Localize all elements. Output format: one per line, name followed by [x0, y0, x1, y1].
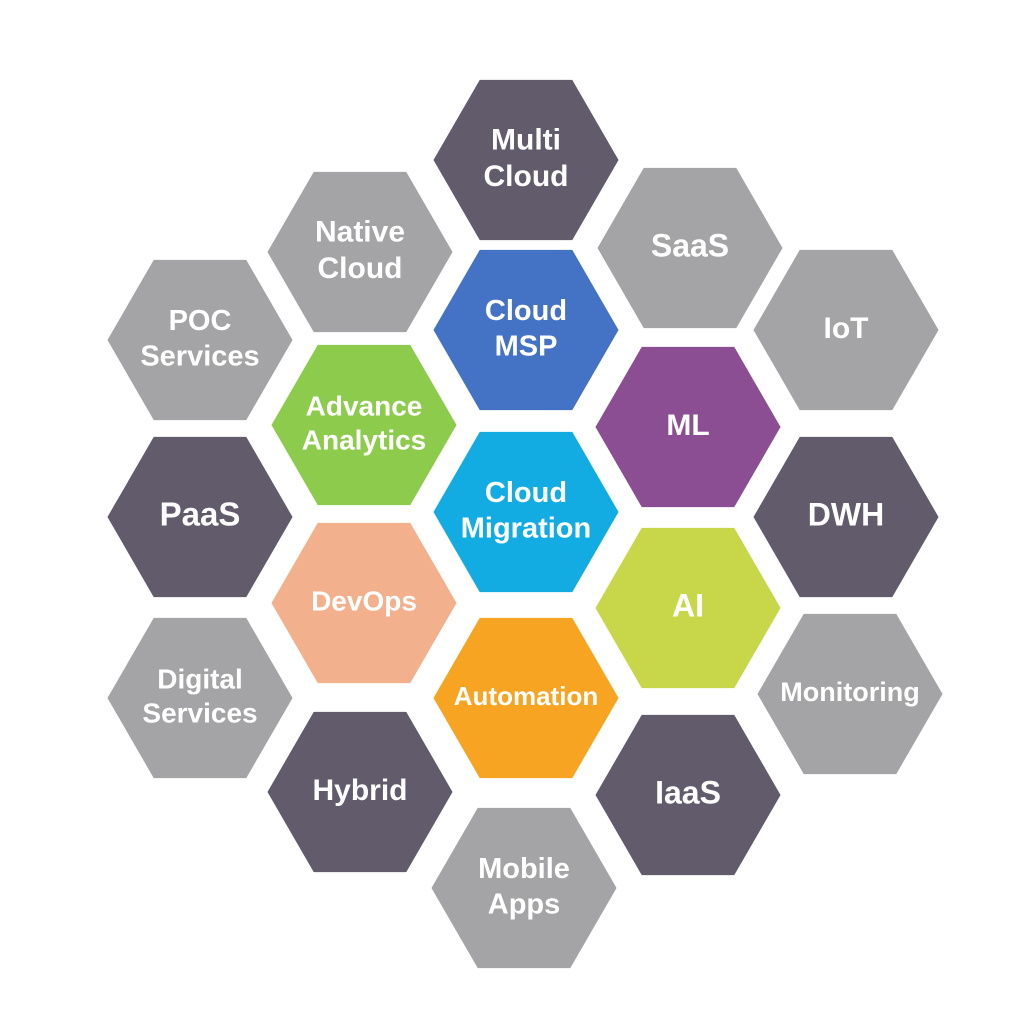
hexagon-label: Services [142, 697, 257, 728]
hexagon-label: Analytics [302, 424, 427, 455]
hexagon-shape [427, 425, 625, 599]
hexagon-ai: AI [589, 521, 787, 695]
hexagon-shape [265, 338, 463, 512]
hexagon-label: Monitoring [780, 677, 919, 707]
hexagon-label: Migration [461, 512, 592, 544]
hexagon-shape [425, 801, 623, 975]
hexagon-shape [427, 243, 625, 417]
hexagon-shape [101, 611, 299, 785]
hexagon-label: Digital [157, 663, 243, 694]
hexagon-label: Hybrid [312, 774, 407, 807]
hexagon-shape [747, 430, 945, 604]
hexagon-devops: DevOps [265, 516, 463, 690]
hexagon-label: Cloud [485, 295, 567, 327]
hexagon-label: IaaS [655, 774, 721, 810]
hexagon-iot: IoT [747, 243, 945, 417]
hexagon-shape [589, 340, 787, 514]
hexagon-label: IoT [824, 312, 869, 345]
hexagon-label: AI [672, 587, 704, 623]
hexagon-label: DevOps [311, 585, 417, 616]
hexagon-shape [101, 253, 299, 427]
hexagon-label: Cloud [318, 252, 403, 285]
hexagon-label: Automation [454, 681, 598, 711]
hexagon-shape [265, 516, 463, 690]
hexagon-saas: SaaS [591, 161, 789, 335]
hexagon-dwh: DWH [747, 430, 945, 604]
hexagon-shape [101, 430, 299, 604]
hexagon-hybrid: Hybrid [261, 705, 459, 879]
hexagon-label: Mobile [478, 853, 570, 885]
hexagon-shape [427, 73, 625, 247]
hexagon-label: Cloud [485, 477, 567, 509]
hexagon-label: ML [666, 409, 709, 442]
hexagon-label: Advance [306, 390, 423, 421]
hexagon-shape [591, 161, 789, 335]
hexagon-shape [261, 165, 459, 339]
hexagon-label: SaaS [651, 227, 729, 263]
hexagon-shape [589, 708, 787, 882]
hexagon-shape [589, 521, 787, 695]
hexagon-shape [751, 607, 949, 781]
hexagon-label: POC [169, 305, 232, 337]
hexagon-label: MSP [495, 330, 558, 362]
hexagon-automation: Automation [427, 611, 625, 785]
hexagon-label: DWH [808, 496, 884, 532]
hexagon-monitoring: Monitoring [751, 607, 949, 781]
hexagon-label: PaaS [160, 496, 241, 533]
hexagon-label: Services [140, 340, 259, 372]
hexagon-ml: ML [589, 340, 787, 514]
hexagon-label: Apps [488, 888, 561, 920]
hexagon-label: Native [315, 216, 405, 249]
hexagon-iaas: IaaS [589, 708, 787, 882]
hexagon-label: Multi [491, 124, 561, 157]
hexagon-shape [261, 705, 459, 879]
hexagon-paas: PaaS [101, 430, 299, 604]
hexagon-label: Cloud [484, 160, 569, 193]
hexagon-shape [747, 243, 945, 417]
hexagon-shape [427, 611, 625, 785]
